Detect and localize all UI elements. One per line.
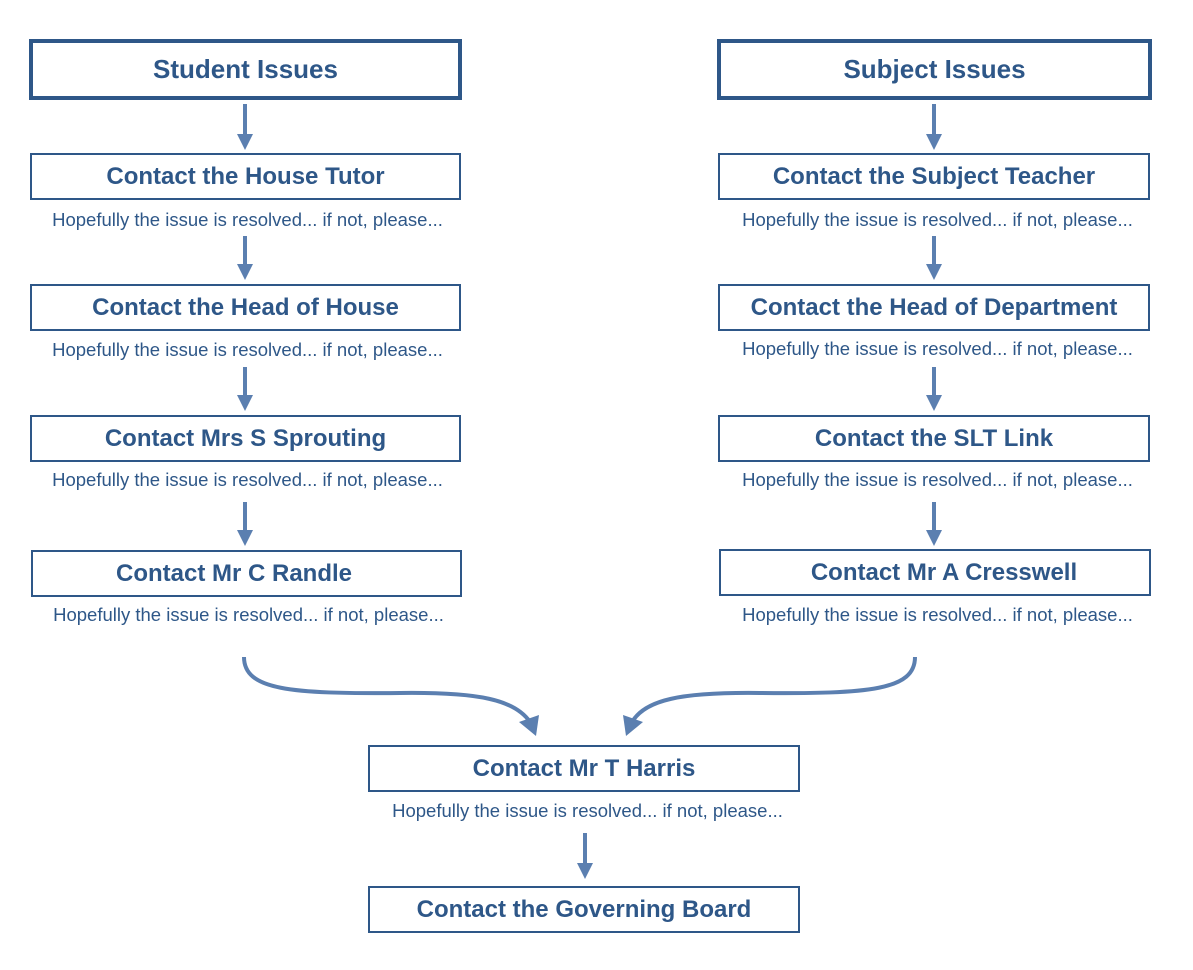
arrow-head-of-department-to-slt-link	[932, 367, 936, 397]
arrow-subject-teacher-to-head-of-department	[932, 236, 936, 266]
resolution-note-head-of-house: Hopefully the issue is resolved... if no…	[52, 339, 443, 360]
resolution-note-randle: Hopefully the issue is resolved... if no…	[53, 604, 444, 625]
arrowhead-sprouting-to-randle	[237, 530, 253, 546]
curve-arrowhead-randle-to-harris	[519, 715, 539, 736]
arrow-student-header-to-house-tutor	[243, 104, 247, 136]
curve-cresswell-to-harris	[630, 656, 917, 724]
curve-arrowhead-cresswell-to-harris	[623, 715, 643, 736]
resolution-note-sprouting: Hopefully the issue is resolved... if no…	[52, 469, 443, 490]
curve-randle-to-harris	[242, 656, 532, 724]
step-box-subject-teacher: Contact the Subject Teacher	[718, 153, 1150, 200]
arrow-sprouting-to-randle	[243, 502, 247, 532]
resolution-note-subject-teacher: Hopefully the issue is resolved... if no…	[742, 209, 1133, 230]
arrow-house-tutor-to-head-of-house	[243, 236, 247, 266]
arrow-slt-link-to-cresswell	[932, 502, 936, 532]
arrowhead-student-header-to-house-tutor	[237, 134, 253, 150]
arrowhead-subject-teacher-to-head-of-department	[926, 264, 942, 280]
step-label-randle: Contact Mr C Randle	[115, 559, 352, 587]
subject-issues-header-label: Subject Issues	[843, 54, 1026, 84]
resolution-note-slt-link: Hopefully the issue is resolved... if no…	[742, 469, 1133, 490]
step-label-subject-teacher: Contact the Subject Teacher	[772, 162, 1096, 190]
student-issues-header: Student Issues	[29, 39, 462, 100]
step-box-head-of-department: Contact the Head of Department	[718, 284, 1150, 331]
arrowhead-head-of-department-to-slt-link	[926, 395, 942, 411]
step-label-slt-link: Contact the SLT Link	[814, 424, 1054, 452]
step-label-head-of-department: Contact the Head of Department	[750, 293, 1118, 321]
step-label-house-tutor: Contact the House Tutor	[106, 162, 385, 190]
resolution-note-house-tutor: Hopefully the issue is resolved... if no…	[52, 209, 443, 230]
step-box-harris: Contact Mr T Harris	[368, 745, 800, 792]
arrow-subject-header-to-subject-teacher	[932, 104, 936, 136]
resolution-note-cresswell: Hopefully the issue is resolved... if no…	[742, 604, 1133, 625]
arrowhead-house-tutor-to-head-of-house	[237, 264, 253, 280]
arrow-head-of-house-to-sprouting	[243, 367, 247, 397]
step-box-randle: Contact Mr C Randle	[31, 550, 462, 597]
student-issues-header-label: Student Issues	[153, 54, 338, 84]
arrow-harris-to-governing-board	[583, 833, 587, 865]
subject-issues-header: Subject Issues	[717, 39, 1152, 100]
arrowhead-harris-to-governing-board	[577, 863, 593, 879]
resolution-note-head-of-department: Hopefully the issue is resolved... if no…	[742, 338, 1133, 359]
step-label-sprouting: Contact Mrs S Sprouting	[104, 424, 387, 452]
step-box-cresswell: Contact Mr A Cresswell	[719, 549, 1151, 596]
resolution-note-harris: Hopefully the issue is resolved... if no…	[392, 800, 783, 821]
step-label-harris: Contact Mr T Harris	[472, 754, 696, 782]
step-box-house-tutor: Contact the House Tutor	[30, 153, 461, 200]
step-box-slt-link: Contact the SLT Link	[718, 415, 1150, 462]
step-label-cresswell: Contact Mr A Cresswell	[810, 558, 1078, 586]
arrowhead-slt-link-to-cresswell	[926, 530, 942, 546]
step-box-governing-board: Contact the Governing Board	[368, 886, 800, 933]
step-box-sprouting: Contact Mrs S Sprouting	[30, 415, 461, 462]
step-box-head-of-house: Contact the Head of House	[30, 284, 461, 331]
arrowhead-subject-header-to-subject-teacher	[926, 134, 942, 150]
step-label-governing-board: Contact the Governing Board	[416, 895, 752, 923]
step-label-head-of-house: Contact the Head of House	[92, 293, 399, 321]
arrowhead-head-of-house-to-sprouting	[237, 395, 253, 411]
